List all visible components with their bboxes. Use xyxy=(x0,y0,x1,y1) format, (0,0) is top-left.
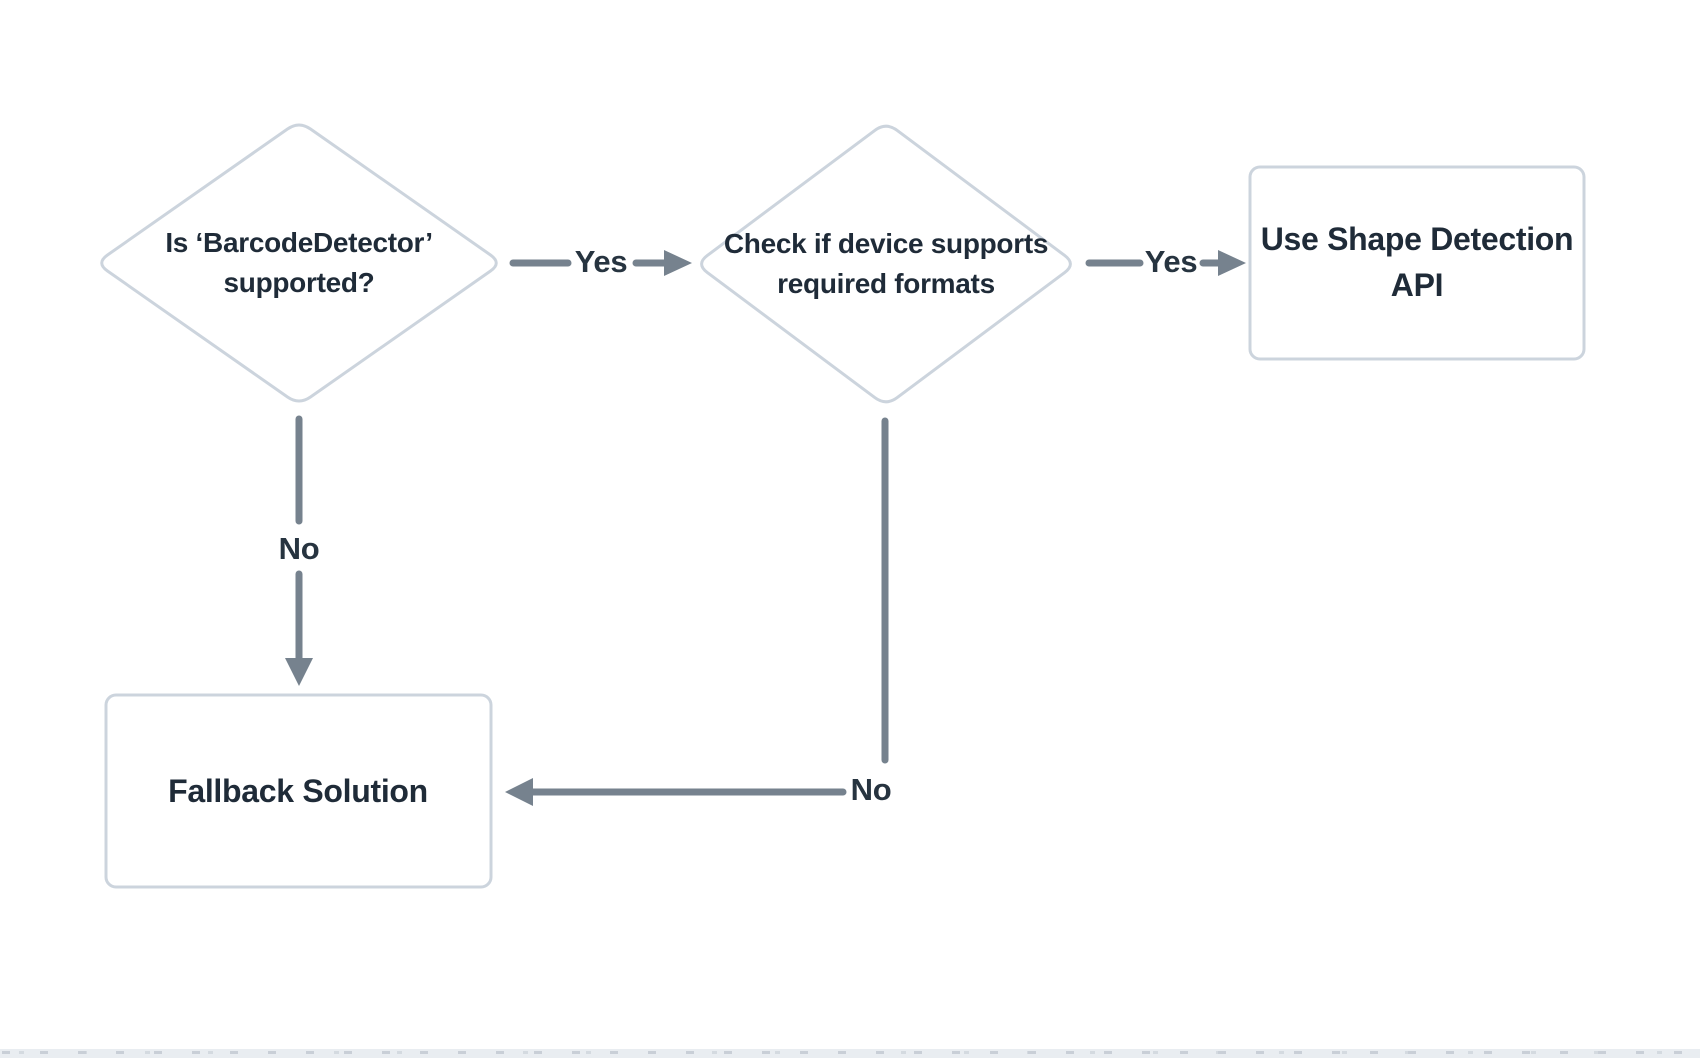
edge-yes1-arrowhead-icon xyxy=(664,250,692,276)
edge-yes2-arrowhead-icon xyxy=(1218,250,1246,276)
edge-no2-arrowhead-icon xyxy=(505,778,533,806)
edge-no2-label: No xyxy=(850,772,892,807)
fallback-box xyxy=(104,693,493,889)
decision1-diamond xyxy=(100,123,498,403)
bottom-clipped-strip xyxy=(0,1049,1700,1058)
decision1-text: Is ‘BarcodeDetector’ supported? xyxy=(165,223,433,303)
decision2-diamond xyxy=(700,124,1072,404)
decision1-text-line1: Is ‘BarcodeDetector’ xyxy=(165,227,433,258)
use-api-box xyxy=(1248,165,1586,361)
fallback-text: Fallback Solution xyxy=(168,773,428,809)
decision2-text-line2: required formats xyxy=(777,268,995,299)
edge-yes2-label: Yes xyxy=(1144,244,1198,279)
edge-no1-arrowhead-icon xyxy=(285,658,313,686)
use-api-text-line1: Use Shape Detection xyxy=(1260,221,1574,257)
decision2-text: Check if device supports required format… xyxy=(723,224,1049,304)
use-api-text: Use Shape Detection API xyxy=(1261,216,1574,308)
edge-yes1-label: Yes xyxy=(574,244,628,279)
decision2-text-line1: Check if device supports xyxy=(723,228,1049,259)
use-api-text-line2: API xyxy=(1390,267,1444,303)
bottom-strip-tick-marks xyxy=(0,1051,1700,1054)
decision1-text-line2: supported? xyxy=(223,267,375,298)
edge-no1-label: No xyxy=(278,531,320,566)
